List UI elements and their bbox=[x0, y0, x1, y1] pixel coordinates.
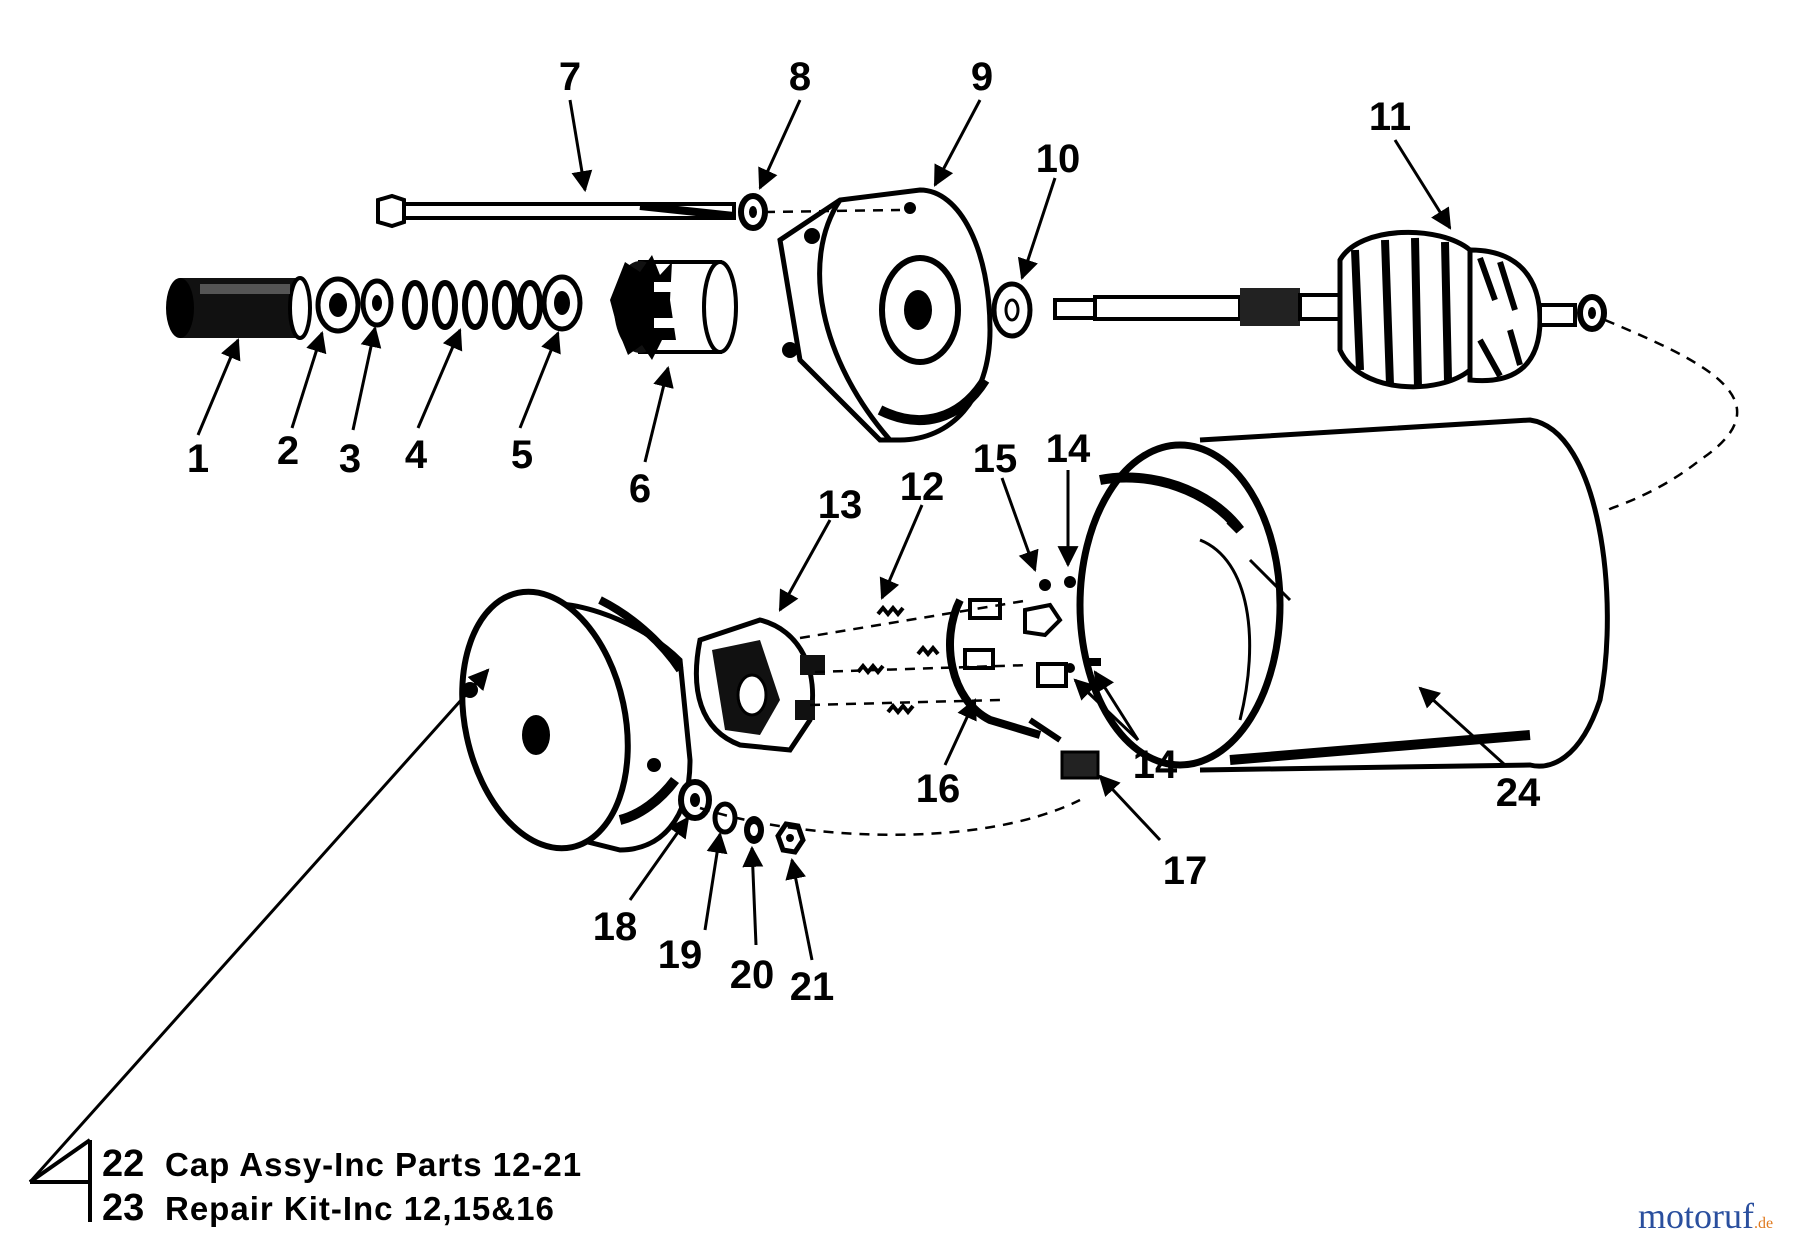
legend-23-text: Repair Kit-Inc 12,15&16 bbox=[165, 1190, 555, 1227]
callout-5: 5 bbox=[511, 433, 533, 477]
callout-9: 9 bbox=[971, 55, 993, 99]
part-10-thrust-washer bbox=[991, 281, 1033, 339]
callout-1: 1 bbox=[187, 437, 209, 481]
alignment-dashed-lines bbox=[699, 208, 1739, 836]
callout-16: 16 bbox=[916, 767, 961, 811]
callout-14-upper: 14 bbox=[1046, 427, 1091, 471]
callout-numbers: 1 2 3 4 5 6 7 8 9 10 11 12 13 14 14 15 1… bbox=[187, 55, 1541, 1009]
callout-21: 21 bbox=[790, 965, 835, 1009]
part-7-through-bolt bbox=[376, 193, 736, 229]
part-6-pinion-gear bbox=[610, 255, 738, 360]
callout-12: 12 bbox=[900, 465, 945, 509]
part-22-end-cap bbox=[459, 588, 693, 853]
callout-15: 15 bbox=[973, 437, 1018, 481]
part-12-brush-springs bbox=[856, 604, 940, 716]
part-11-armature bbox=[1053, 229, 1577, 390]
part-3-washer bbox=[360, 278, 394, 328]
callout-19: 19 bbox=[658, 933, 703, 977]
watermark-suffix: .de bbox=[1754, 1215, 1773, 1232]
legend-23-number: 23 bbox=[102, 1187, 144, 1229]
part-15-terminal bbox=[1023, 576, 1076, 638]
part-4-spring bbox=[402, 280, 543, 330]
legend-bracket bbox=[28, 1138, 92, 1222]
part-20-lock-washer bbox=[744, 816, 764, 844]
legend-22-number: 22 bbox=[102, 1143, 144, 1185]
callout-11: 11 bbox=[1369, 95, 1411, 139]
part-armature-end-washer bbox=[1577, 294, 1607, 332]
legend-22-text: Cap Assy-Inc Parts 12-21 bbox=[165, 1146, 582, 1183]
watermark-logo: motoruf.de bbox=[1638, 1196, 1773, 1236]
callout-2: 2 bbox=[277, 429, 299, 473]
part-17-brush bbox=[1060, 750, 1100, 780]
part-21-nut bbox=[775, 821, 806, 855]
callout-10: 10 bbox=[1036, 137, 1081, 181]
part-19-washer bbox=[712, 801, 738, 835]
svg-text:motoruf.de: motoruf.de bbox=[1638, 1196, 1773, 1236]
callout-8: 8 bbox=[789, 55, 811, 99]
legend: 22 Cap Assy-Inc Parts 12-21 23 Repair Ki… bbox=[102, 1143, 582, 1229]
part-2-nut bbox=[315, 276, 361, 334]
callout-6: 6 bbox=[629, 467, 651, 511]
callout-4: 4 bbox=[405, 433, 428, 477]
part-18-insulator bbox=[678, 779, 712, 821]
callout-7: 7 bbox=[559, 55, 581, 99]
callout-13: 13 bbox=[818, 483, 863, 527]
part-16-brush-lead-plate bbox=[946, 598, 1068, 743]
part-1-drive-cover bbox=[166, 276, 312, 340]
callout-3: 3 bbox=[339, 437, 361, 481]
part-24-frame-tube bbox=[1076, 417, 1610, 773]
callout-14-lower: 14 bbox=[1133, 743, 1178, 787]
callout-17: 17 bbox=[1163, 849, 1208, 893]
watermark-main: motoruf bbox=[1638, 1196, 1754, 1236]
part-9-drive-end-housing bbox=[777, 187, 993, 443]
callout-24: 24 bbox=[1496, 771, 1541, 815]
part-14-screws bbox=[1065, 658, 1101, 673]
callout-18: 18 bbox=[593, 905, 638, 949]
leader-arrows bbox=[28, 99, 1507, 1184]
part-13-brush-holder bbox=[693, 617, 825, 753]
callout-20: 20 bbox=[730, 953, 775, 997]
part-8-lock-washer bbox=[738, 193, 768, 231]
part-5-collar bbox=[541, 274, 583, 332]
